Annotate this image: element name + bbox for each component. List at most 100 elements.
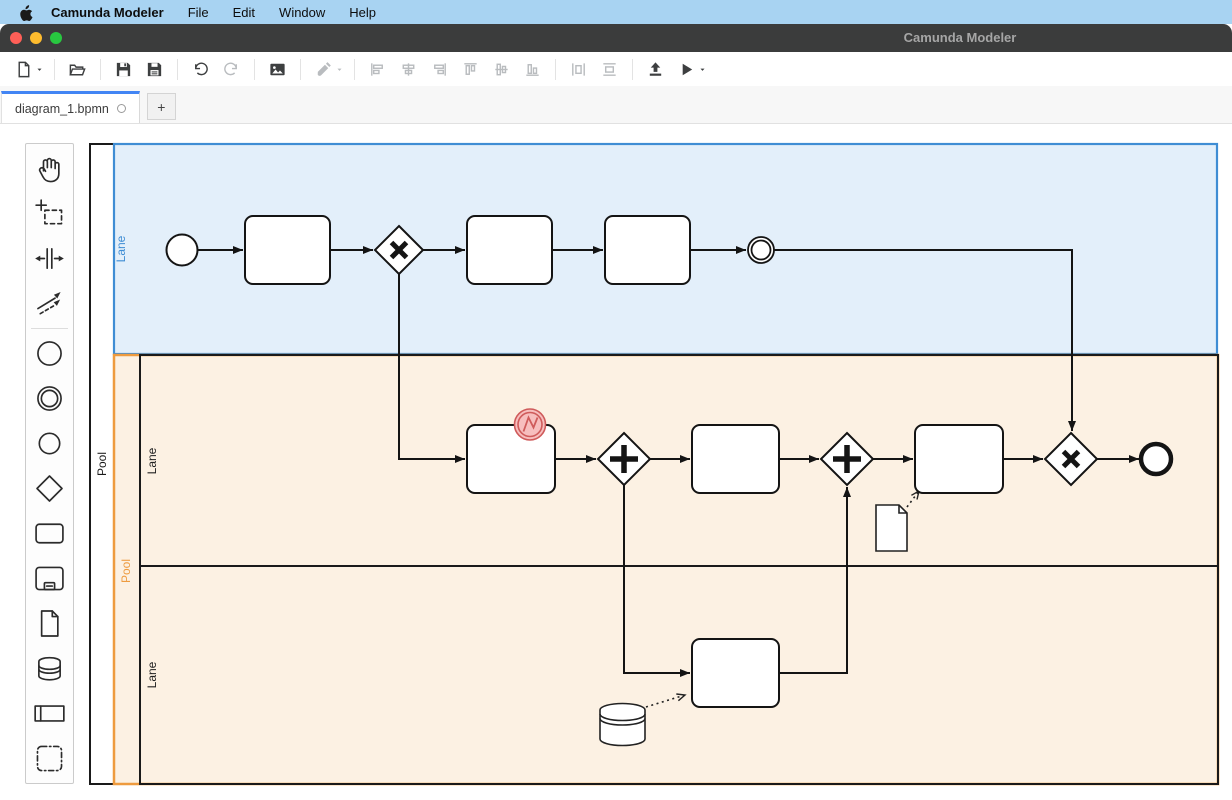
apple-logo-icon[interactable]: [18, 4, 33, 21]
parallel-gateway-2[interactable]: [819, 431, 875, 487]
create-data-store-icon: [31, 650, 68, 687]
window-title-bar: Camunda Modeler: [0, 24, 1232, 52]
palette-lasso-tool[interactable]: [26, 191, 73, 236]
parallel-gateway-1[interactable]: [596, 431, 652, 487]
error-boundary-event[interactable]: [513, 408, 547, 441]
global-connect-tool-icon: [31, 285, 68, 322]
palette-create-pool[interactable]: [26, 691, 73, 736]
flow-task-d-to-parallel2[interactable]: [779, 487, 851, 674]
toolbar: [0, 52, 1232, 86]
end-event[interactable]: [1138, 441, 1174, 477]
palette-create-task[interactable]: [26, 511, 73, 556]
undo-icon: [191, 60, 210, 79]
start-event[interactable]: [165, 233, 199, 267]
palette-global-connect-tool[interactable]: [26, 281, 73, 326]
new-file-button[interactable]: [9, 55, 46, 83]
sequence-flows: [197, 246, 1139, 677]
association-data-object-to-task-c[interactable]: [906, 489, 921, 508]
align-top-icon: [461, 60, 480, 79]
x-marker-icon: [389, 240, 409, 260]
palette-create-data-store[interactable]: [26, 646, 73, 691]
task-3[interactable]: [604, 215, 691, 285]
align-bottom-icon: [523, 60, 542, 79]
open-file-button[interactable]: [63, 55, 92, 83]
align-left-icon: [368, 60, 387, 79]
distribute-horizontally-button: [564, 55, 593, 83]
align-vertical-center-icon: [399, 60, 418, 79]
orange-lane-bottom[interactable]: [139, 565, 1219, 785]
toolbar-separator: [555, 58, 556, 80]
align-left-button: [363, 55, 392, 83]
deploy-button[interactable]: [641, 55, 670, 83]
menu-app-name[interactable]: Camunda Modeler: [51, 4, 164, 20]
menu-file[interactable]: File: [187, 4, 209, 20]
task-d[interactable]: [691, 638, 780, 708]
export-image-icon: [268, 60, 287, 79]
caret-down-icon: [335, 65, 344, 74]
toolbar-separator: [54, 58, 55, 80]
task-a[interactable]: [466, 424, 556, 494]
open-file-icon: [68, 60, 87, 79]
exclusive-gateway-1[interactable]: [373, 224, 425, 276]
task-2[interactable]: [466, 215, 553, 285]
align-horizontal-center-icon: [492, 60, 511, 79]
lasso-tool-icon: [31, 195, 68, 232]
redo-icon: [222, 60, 241, 79]
palette-create-group[interactable]: [26, 736, 73, 781]
intermediate-throw-event[interactable]: [747, 236, 775, 264]
traffic-lights: [10, 32, 62, 44]
export-image-button[interactable]: [263, 55, 292, 83]
data-store[interactable]: [599, 702, 646, 747]
toolbar-separator: [254, 58, 255, 80]
palette-create-intermediate-event[interactable]: [26, 376, 73, 421]
blue-lane-label: Lane: [114, 235, 128, 262]
palette-separator: [31, 328, 68, 329]
bpmn-palette: [25, 143, 74, 784]
zoom-button[interactable]: [50, 32, 62, 44]
flow-parallel1-to-task-d[interactable]: [623, 485, 690, 677]
palette-create-expanded-subprocess[interactable]: [26, 556, 73, 601]
palette-create-gateway[interactable]: [26, 466, 73, 511]
create-data-object-icon: [31, 605, 68, 642]
new-tab-button[interactable]: +: [146, 93, 176, 120]
format-painter-icon: [314, 60, 333, 79]
palette-space-tool[interactable]: [26, 236, 73, 281]
task-b[interactable]: [691, 424, 780, 494]
plus-marker-icon: [833, 445, 861, 473]
menu-help[interactable]: Help: [349, 4, 377, 20]
menu-window[interactable]: Window: [279, 4, 326, 20]
tab-diagram-1[interactable]: diagram_1.bpmn: [1, 91, 140, 123]
data-object[interactable]: [875, 504, 908, 552]
task-c[interactable]: [914, 424, 1004, 494]
error-icon: [522, 415, 539, 432]
macos-menu-bar: Camunda Modeler File Edit Window Help: [0, 0, 1232, 24]
flow-gateway1-to-task-a[interactable]: [398, 274, 465, 463]
align-vertical-center-button: [394, 55, 423, 83]
distribute-vertically-icon: [600, 60, 619, 79]
palette-create-start-event[interactable]: [26, 331, 73, 376]
task-1[interactable]: [244, 215, 331, 285]
orange-lane-top-label: Lane: [145, 447, 159, 474]
undo-button[interactable]: [186, 55, 215, 83]
start-process-button[interactable]: [672, 55, 709, 83]
outer-pool[interactable]: Pool: [89, 143, 115, 785]
align-right-button: [425, 55, 454, 83]
align-top-button: [456, 55, 485, 83]
exclusive-gateway-2[interactable]: [1043, 431, 1099, 487]
tab-bar: diagram_1.bpmn +: [0, 86, 1232, 124]
diagram-canvas[interactable]: Pool Lane Pool Lane Lane: [0, 124, 1232, 800]
palette-hand-tool[interactable]: [26, 146, 73, 191]
flow-intermediate-to-gateway-x2[interactable]: [774, 249, 1076, 431]
association-data-store-to-task-d[interactable]: [645, 693, 687, 708]
save-button[interactable]: [109, 55, 138, 83]
palette-create-data-object[interactable]: [26, 601, 73, 646]
toolbar-separator: [100, 58, 101, 80]
orange-pool[interactable]: Pool Lane Lane: [112, 353, 1220, 786]
align-horizontal-center-button: [487, 55, 516, 83]
minimize-button[interactable]: [30, 32, 42, 44]
menu-edit[interactable]: Edit: [232, 4, 256, 20]
save-as-button[interactable]: [140, 55, 169, 83]
palette-create-end-event[interactable]: [26, 421, 73, 466]
close-button[interactable]: [10, 32, 22, 44]
